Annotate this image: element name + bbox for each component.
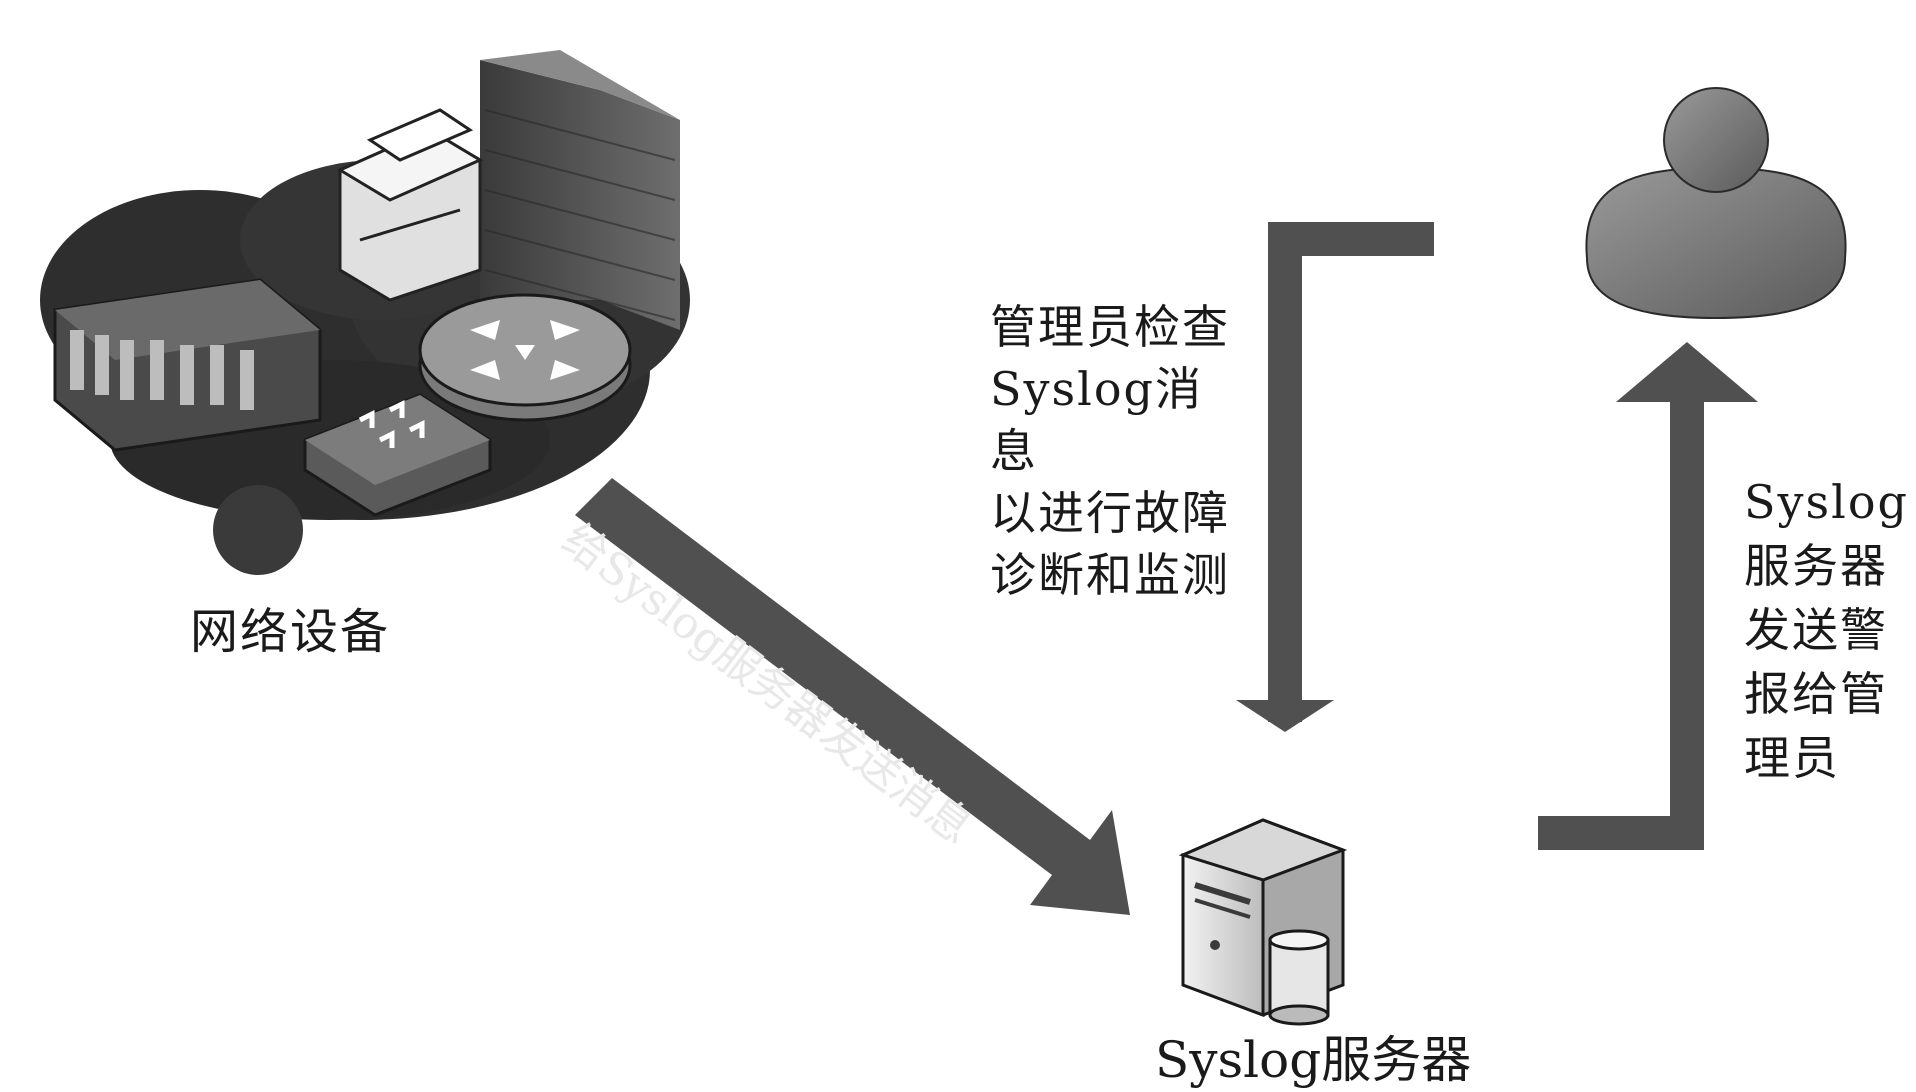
server-alerts-label: Syslog 服务器 发送警 报给管 理员 — [1744, 475, 1909, 785]
firewall-icon — [480, 50, 680, 330]
arrow-devices-to-server — [575, 478, 1130, 915]
router-icon — [418, 293, 632, 422]
printer-icon — [336, 108, 484, 302]
network-devices-label: 网络设备 — [190, 604, 391, 660]
admin-checks-label: 管理员检查 Syslog消息 以进行故障 诊断和监测 — [990, 300, 1230, 602]
arrow-server-to-admin — [1538, 342, 1758, 850]
arrow-admin-to-server — [1236, 222, 1434, 732]
switch-rack-icon — [53, 278, 322, 452]
syslog-server-label: Syslog服务器 — [1155, 1031, 1472, 1089]
network-devices-cluster-icon — [40, 50, 690, 575]
database-icon — [1268, 929, 1330, 1026]
switch-box-icon — [303, 393, 492, 517]
server-tower-icon — [1178, 818, 1348, 1026]
user-icon — [1585, 87, 1847, 320]
